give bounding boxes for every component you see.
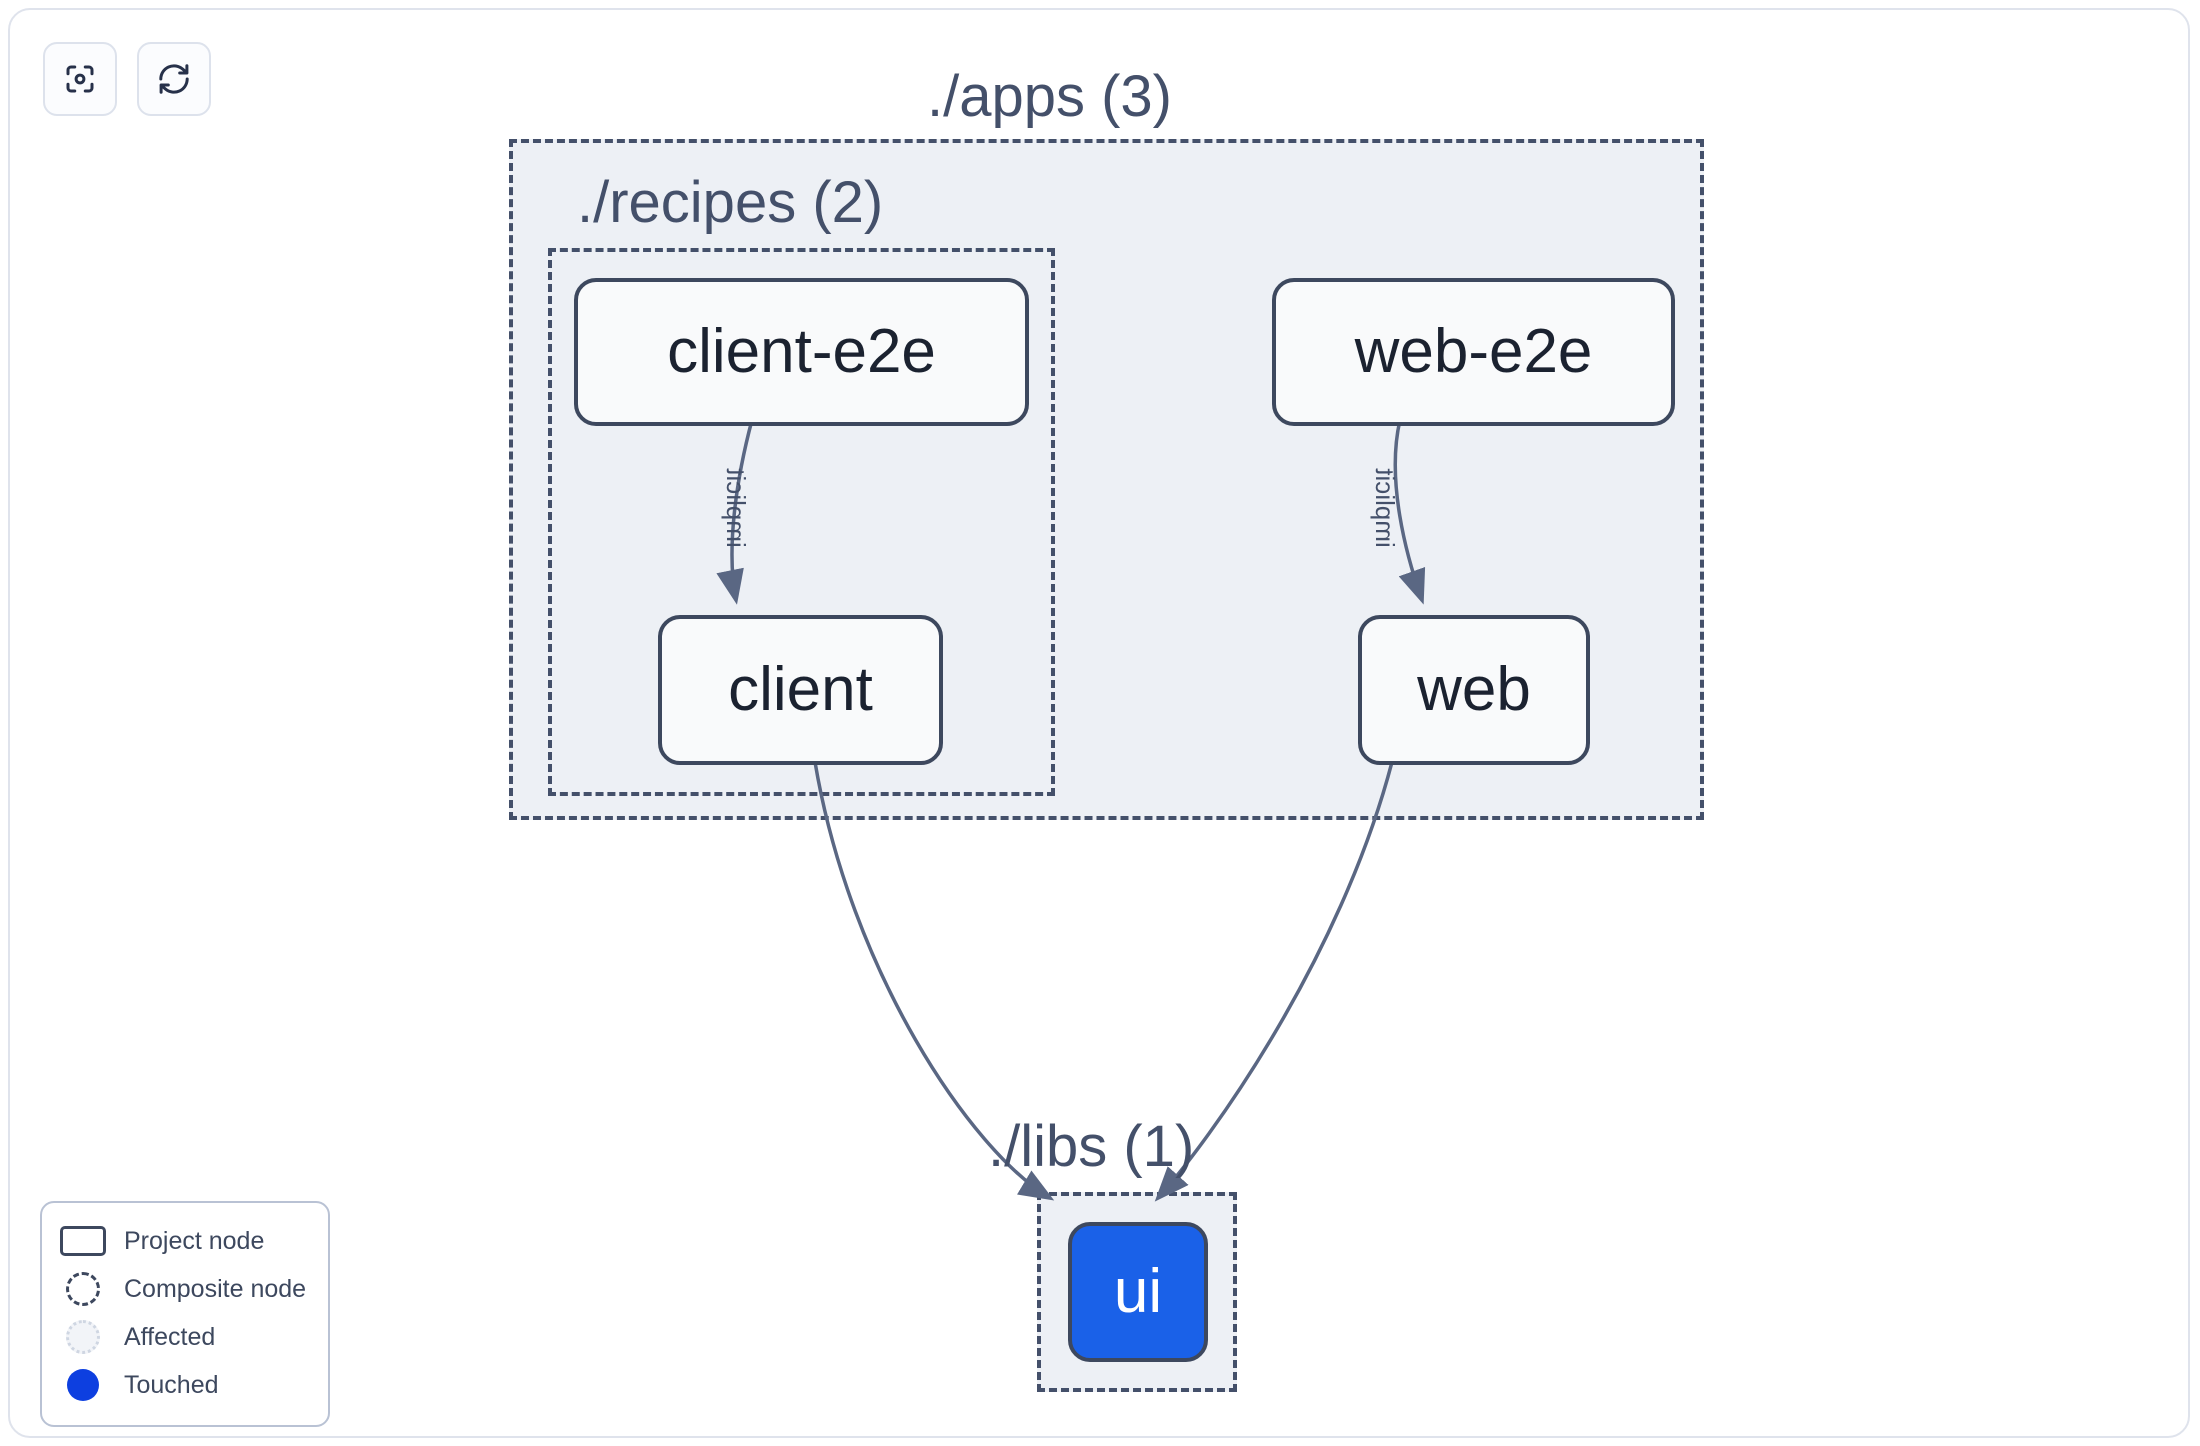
graph-toolbar — [43, 42, 211, 116]
edge-label-web-e2e-web: implicit — [1370, 468, 1400, 548]
legend-item-affected: Affected — [60, 1313, 310, 1361]
graph-canvas[interactable]: ./apps (3) ./recipes (2) ./libs (1) impl… — [10, 10, 2188, 1436]
legend-label-composite-node: Composite node — [124, 1274, 307, 1303]
refresh-sync-icon — [156, 61, 192, 97]
legend-item-project-node: Project node — [60, 1217, 310, 1265]
node-label-client: client — [728, 655, 873, 724]
focus-graph-button[interactable] — [43, 42, 117, 116]
group-label-apps: ./apps (3) — [927, 64, 1172, 129]
project-node-swatch — [60, 1224, 106, 1258]
node-client[interactable]: client — [658, 615, 943, 765]
graph-canvas-shell: ./apps (3) ./recipes (2) ./libs (1) impl… — [8, 8, 2190, 1438]
node-client-e2e[interactable]: client-e2e — [574, 278, 1029, 426]
node-label-client-e2e: client-e2e — [667, 317, 936, 386]
composite-node-swatch — [60, 1272, 106, 1306]
node-web-e2e[interactable]: web-e2e — [1272, 278, 1675, 426]
node-web[interactable]: web — [1358, 615, 1590, 765]
affected-swatch — [60, 1320, 106, 1354]
group-label-libs: ./libs (1) — [988, 1114, 1195, 1179]
edge-label-client-e2e-client: implicit — [721, 468, 751, 548]
focus-scan-icon — [62, 61, 98, 97]
node-label-web: web — [1417, 655, 1531, 724]
node-ui[interactable]: ui — [1068, 1222, 1208, 1362]
graph-legend: Project node Composite node Affected Tou… — [40, 1201, 330, 1427]
refresh-graph-button[interactable] — [137, 42, 211, 116]
legend-label-touched: Touched — [124, 1370, 219, 1399]
legend-item-composite-node: Composite node — [60, 1265, 310, 1313]
legend-item-touched: Touched — [60, 1361, 310, 1409]
node-label-ui: ui — [1113, 1257, 1163, 1326]
node-label-web-e2e: web-e2e — [1354, 317, 1593, 386]
legend-label-project-node: Project node — [124, 1226, 265, 1255]
touched-swatch — [60, 1368, 106, 1402]
legend-label-affected: Affected — [124, 1322, 216, 1351]
group-label-recipes: ./recipes (2) — [577, 170, 884, 235]
